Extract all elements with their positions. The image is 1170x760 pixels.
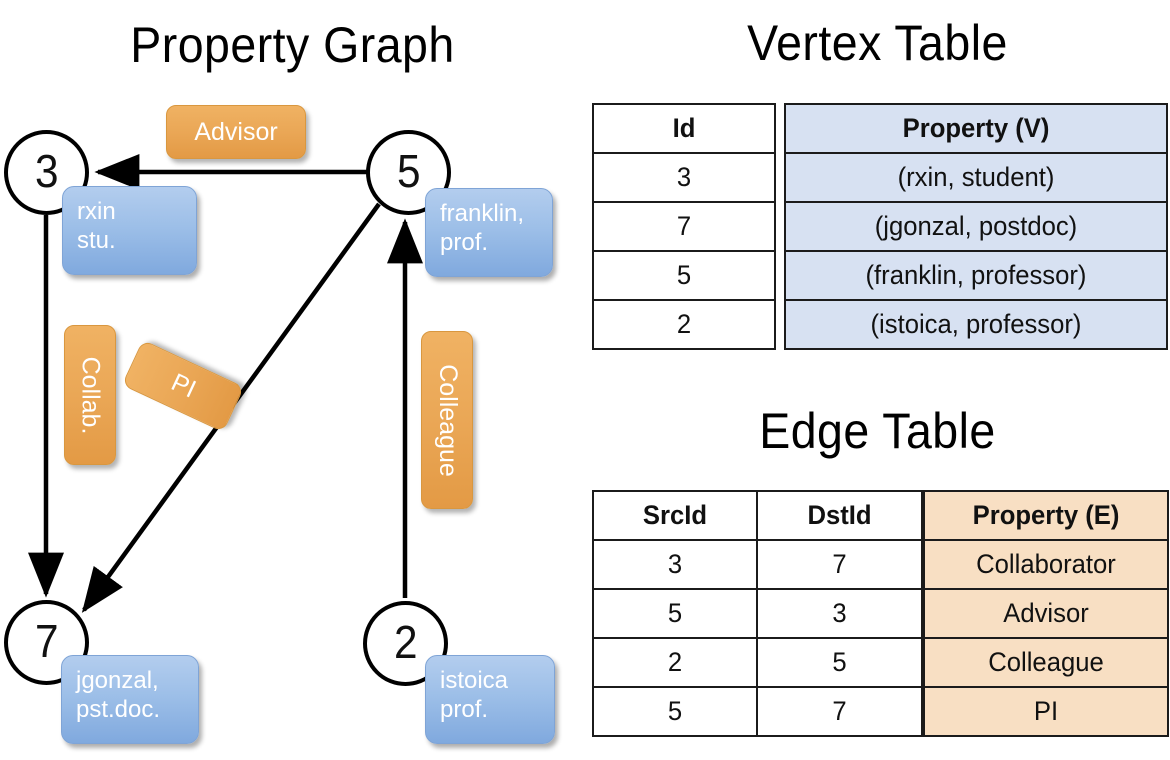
page-title-edge-table: Edge Table xyxy=(759,403,996,459)
edge-table-cell-property-0: Collaborator xyxy=(923,539,1169,590)
table-row: Colleague xyxy=(923,637,1169,688)
vertex-table-header-id: Id xyxy=(592,103,776,154)
table-row: PI xyxy=(923,686,1169,737)
vertex-property-box-2-line2: prof. xyxy=(440,696,489,724)
edge-table-header-property: Property (E) xyxy=(923,490,1169,541)
vertex-table-cell-id-2: 5 xyxy=(592,250,776,301)
edge-table-cell-dst-2: 5 xyxy=(756,637,923,688)
edge-table-cell-dst-3: 7 xyxy=(756,686,923,737)
vertex-property-box-7-line2: pst.doc. xyxy=(76,696,161,724)
edge-label-advisor-text: Advisor xyxy=(194,117,278,146)
edge-label-collab: Collab. xyxy=(64,325,116,465)
vertex-property-box-7-line1: jgonzal, xyxy=(76,667,159,694)
edge-table-header-dstid: DstId xyxy=(756,490,923,541)
edge-table-cell-property-2: Colleague xyxy=(923,637,1169,688)
edge-table-cell-dst-1: 3 xyxy=(756,588,923,639)
vertex-table-id-column: Id 3 7 5 2 xyxy=(592,103,776,350)
edge-label-colleague: Colleague xyxy=(421,331,473,509)
table-row: 2 xyxy=(592,299,776,350)
vertex-property-box-5-line1: franklin, xyxy=(440,200,525,227)
page-title-vertex-table: Vertex Table xyxy=(747,15,1008,71)
page-title-property-graph: Property Graph xyxy=(130,17,455,73)
table-row: Property (E) xyxy=(923,490,1169,541)
graph-node-7-label: 7 xyxy=(34,614,59,667)
vertex-property-box-3-line2: stu. xyxy=(77,227,116,255)
vertex-property-box-3-line1: rxin xyxy=(77,198,116,225)
table-row: 5 xyxy=(592,250,776,301)
table-row: (istoica, professor) xyxy=(784,299,1168,350)
table-row: 3 7 xyxy=(592,539,923,590)
vertex-table-cell-property-3: (istoica, professor) xyxy=(784,299,1168,350)
vertex-table-cell-property-0: (rxin, student) xyxy=(784,152,1168,203)
vertex-table-property-column: Property (V) (rxin, student) (jgonzal, p… xyxy=(784,103,1168,350)
table-row: 5 7 xyxy=(592,686,923,737)
edge-table-property-column: Property (E) Collaborator Advisor Collea… xyxy=(923,490,1169,737)
edge-label-collab-text: Collab. xyxy=(76,356,105,434)
table-row: (jgonzal, postdoc) xyxy=(784,201,1168,252)
graph-node-5-label: 5 xyxy=(396,144,421,197)
property-graph-diagram: 3 5 7 2 rxin stu. franklin, prof. jgonza… xyxy=(4,105,555,744)
edge-table-header-srcid: SrcId xyxy=(592,490,758,541)
vertex-property-box-3: rxin stu. xyxy=(62,186,197,275)
graph-node-5[interactable]: 5 xyxy=(366,130,451,215)
graph-node-2-label: 2 xyxy=(393,615,418,668)
vertex-property-box-2: istoica prof. xyxy=(425,655,555,744)
vertex-table-cell-id-1: 7 xyxy=(592,201,776,252)
vertex-property-box-7: jgonzal, pst.doc. xyxy=(61,655,199,744)
edge-label-pi-text: PI xyxy=(166,367,200,404)
table-row: Collaborator xyxy=(923,539,1169,590)
graph-node-3-label: 3 xyxy=(34,144,59,197)
table-row: 5 3 xyxy=(592,588,923,639)
edge-table-cell-property-1: Advisor xyxy=(923,588,1169,639)
edge-table-cell-src-0: 3 xyxy=(592,539,758,590)
vertex-table-cell-property-1: (jgonzal, postdoc) xyxy=(784,201,1168,252)
table-row: Property (V) xyxy=(784,103,1168,154)
table-row: Advisor xyxy=(923,588,1169,639)
vertex-table-cell-id-3: 2 xyxy=(592,299,776,350)
edge-label-advisor: Advisor xyxy=(166,105,306,159)
edge-table-id-columns: SrcId DstId 3 7 5 3 2 5 5 7 xyxy=(592,490,923,737)
vertex-property-box-5-line2: prof. xyxy=(440,229,489,257)
table-row: (rxin, student) xyxy=(784,152,1168,203)
vertex-table-cell-property-2: (franklin, professor) xyxy=(784,250,1168,301)
edge-table-cell-src-3: 5 xyxy=(592,686,758,737)
vertex-property-box-5: franklin, prof. xyxy=(425,188,553,277)
table-row: 3 xyxy=(592,152,776,203)
edge-table-cell-src-2: 2 xyxy=(592,637,758,688)
vertex-table-header-property: Property (V) xyxy=(784,103,1168,154)
table-row: (franklin, professor) xyxy=(784,250,1168,301)
graph-node-2[interactable]: 2 xyxy=(363,601,448,686)
edge-table-cell-src-1: 5 xyxy=(592,588,758,639)
table-row: Id xyxy=(592,103,776,154)
vertex-table-cell-id-0: 3 xyxy=(592,152,776,203)
table-row: 7 xyxy=(592,201,776,252)
edge-table-cell-dst-0: 7 xyxy=(756,539,923,590)
vertex-property-box-2-line1: istoica xyxy=(440,667,509,694)
edge-table-cell-property-3: PI xyxy=(923,686,1169,737)
edge-label-colleague-text: Colleague xyxy=(433,363,462,477)
table-row: SrcId DstId xyxy=(592,490,923,541)
table-row: 2 5 xyxy=(592,637,923,688)
